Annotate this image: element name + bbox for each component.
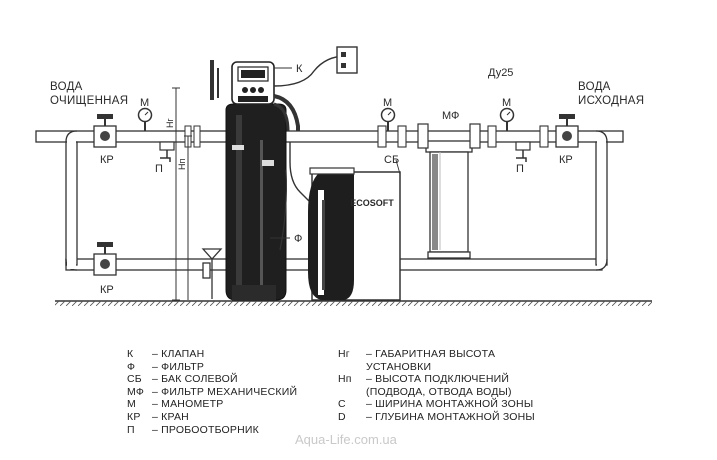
top-pipe: [35, 130, 624, 143]
tap-label-bypass: КР: [100, 284, 114, 296]
manometer-left: [137, 107, 153, 131]
dimension-lines: [172, 87, 192, 301]
legend-row: Нп– ВЫСОТА ПОДКЛЮЧЕНИЙ: [338, 373, 510, 386]
legend-row-sub: (ПОДВОДА, ОТВОДА ВОДЫ): [366, 385, 512, 398]
legend-row-sub: УСТАНОВКИ: [366, 360, 432, 373]
sampler-label-right: П: [516, 163, 524, 175]
watermark: Aqua-Life.com.ua: [295, 432, 397, 447]
brine-tank: ECOSOFT: [308, 167, 401, 301]
pipe-diameter-label: Ду25: [488, 67, 513, 79]
mechanical-filter-label: МФ: [442, 110, 459, 122]
height-total-label: Нг: [165, 118, 175, 128]
left-bypass-pipe: [65, 141, 78, 271]
legend-row: Ф– ФИЛЬТР: [127, 360, 205, 373]
legend-row: СБ– БАК СОЛЕВОЙ: [127, 373, 238, 386]
valve-left-top: [93, 114, 117, 148]
sampler-left: [159, 141, 175, 162]
brand-label: ECOSOFT: [350, 198, 394, 208]
legend-row: МФ– ФИЛЬТР МЕХАНИЧЕСКИЙ: [127, 385, 298, 398]
filter-label: Ф: [294, 233, 302, 245]
manometer-label-right: М: [502, 97, 511, 109]
manometer-label-left: М: [140, 97, 149, 109]
pipe-fittings-right: [377, 125, 549, 148]
manometer-right: [499, 107, 515, 131]
wall-box: [336, 46, 358, 74]
floor-line: [55, 300, 652, 306]
height-connection-label: Нп: [177, 159, 187, 170]
legend-right: Нг– ГАБАРИТНАЯ ВЫСОТА УСТАНОВКИ Нп– ВЫСО…: [338, 348, 535, 424]
leader-lines: [270, 67, 401, 239]
source-water-label-2: ИСХОДНАЯ: [578, 95, 644, 107]
legend-row: С– ШИРИНА МОНТАЖНОЙ ЗОНЫ: [338, 398, 534, 411]
legend-row: Нг– ГАБАРИТНАЯ ВЫСОТА: [338, 348, 496, 360]
legend-row: М– МАНОМЕТР: [127, 398, 224, 411]
clean-water-label: ВОДА: [50, 81, 83, 93]
brine-tank-label: СБ: [384, 154, 399, 166]
source-water-label: ВОДА: [578, 81, 611, 93]
mechanical-filter: [417, 123, 481, 259]
legend-left: К– КЛАПАН Ф– ФИЛЬТР СБ– БАК СОЛЕВОЙ МФ– …: [127, 348, 297, 436]
valve-right-top: [555, 114, 579, 148]
valve-label: К: [296, 63, 303, 75]
manometer-label-middle: М: [383, 97, 392, 109]
tap-label-right-top: КР: [559, 154, 573, 166]
drain-funnel: [201, 248, 223, 299]
valve-bypass-bottom: [93, 242, 117, 276]
legend-row: К– КЛАПАН: [127, 348, 205, 360]
clean-water-label-2: ОЧИЩЕННАЯ: [50, 95, 128, 107]
legend-row: D– ГЛУБИНА МОНТАЖНОЙ ЗОНЫ: [338, 410, 535, 423]
softener-column: [210, 60, 287, 301]
manometer-middle: [380, 107, 396, 131]
legend-row: КР– КРАН: [127, 410, 189, 423]
sampler-label-left: П: [155, 163, 163, 175]
control-valve-head: [231, 61, 275, 105]
right-bypass-pipe: [595, 141, 608, 266]
tap-label-left-top: КР: [100, 154, 114, 166]
sampler-right: [515, 141, 531, 162]
legend-row: П– ПРОБООТБОРНИК: [127, 423, 259, 436]
